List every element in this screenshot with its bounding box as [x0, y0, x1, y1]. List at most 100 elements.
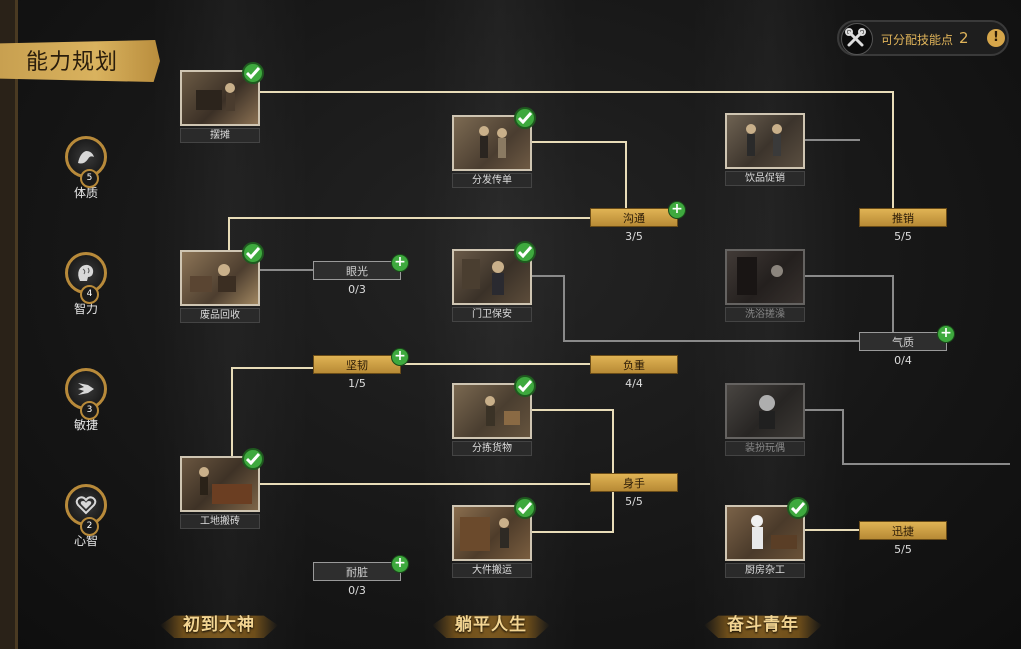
job-name: 废品回收	[180, 308, 260, 323]
job-image	[725, 249, 805, 305]
skill-node-qizhi[interactable]: 气质 + 0/4	[859, 325, 955, 367]
info-icon[interactable]: !	[987, 29, 1005, 47]
link-line	[532, 275, 860, 342]
skill-name: 负重	[590, 355, 678, 374]
attribute-constitution[interactable]: 5 体质	[60, 136, 112, 201]
skill-count: 0/4	[894, 354, 912, 367]
job-card-dajian[interactable]: 大件搬运	[452, 497, 536, 578]
skill-name: 沟通	[590, 208, 678, 227]
job-name: 饮品促销	[725, 171, 805, 186]
link-line	[228, 217, 590, 250]
arm-icon: 5	[65, 136, 107, 188]
link-line	[805, 409, 1010, 465]
skill-node-naizang[interactable]: 耐脏 + 0/3	[313, 555, 409, 597]
check-icon	[514, 107, 536, 129]
skill-count: 0/3	[348, 283, 366, 296]
stage-label: 躺平人生	[455, 615, 527, 635]
skill-node-xunjie[interactable]: 迅捷 5/5	[859, 521, 947, 556]
attribute-label: 心智	[73, 534, 98, 548]
attribute-label: 敏捷	[73, 418, 98, 432]
skill-count: 3/5	[625, 230, 643, 243]
stage-label: 初到大神	[183, 615, 255, 635]
page-title: 能力规划	[26, 50, 119, 75]
check-icon	[242, 242, 264, 264]
skill-count: 1/5	[348, 377, 366, 390]
link-line	[805, 275, 894, 333]
skill-name: 身手	[590, 473, 678, 492]
attribute-level: 5	[80, 169, 99, 188]
job-card-feipin[interactable]: 废品回收	[180, 242, 264, 323]
skill-node-jianren[interactable]: 坚韧 + 1/5	[313, 348, 409, 390]
link-line	[259, 91, 894, 210]
job-card-menwei[interactable]: 门卫保安	[452, 241, 536, 322]
check-icon	[242, 448, 264, 470]
job-name: 洗浴搓澡	[725, 307, 805, 322]
brain-icon: 4	[65, 252, 107, 304]
job-card-fenjian[interactable]: 分拣货物	[452, 375, 536, 456]
skill-node-fuzhong[interactable]: 负重 4/4	[590, 355, 678, 390]
attribute-level: 3	[80, 401, 99, 420]
job-name: 大件搬运	[452, 563, 532, 578]
job-name: 分发传单	[452, 173, 532, 188]
job-name: 门卫保安	[452, 307, 532, 322]
skill-name: 迅捷	[859, 521, 947, 540]
link-line	[532, 492, 614, 533]
link-line	[532, 409, 614, 474]
stage-banner	[432, 615, 550, 638]
skill-node-goutong[interactable]: 沟通 + 3/5	[590, 201, 686, 243]
tools-icon	[841, 23, 873, 55]
job-card-chufang[interactable]: 厨房杂工	[725, 497, 809, 578]
skill-name: 气质	[859, 332, 947, 351]
plus-icon[interactable]: +	[937, 325, 955, 343]
attribute-label: 智力	[73, 302, 98, 316]
skill-node-shenshou[interactable]: 身手 5/5	[590, 473, 678, 508]
skill-name: 眼光	[313, 261, 401, 280]
attribute-level: 2	[80, 517, 99, 536]
skill-node-tuixiao[interactable]: 推销 5/5	[859, 208, 947, 243]
heart-icon: 2	[65, 484, 107, 536]
job-card-yinpin[interactable]: 饮品促销	[725, 113, 805, 186]
attribute-mind[interactable]: 2 心智	[60, 484, 112, 549]
attribute-agility[interactable]: 3 敏捷	[60, 368, 112, 433]
job-name: 装扮玩偶	[725, 441, 805, 456]
job-name: 厨房杂工	[725, 563, 805, 578]
job-image	[725, 383, 805, 439]
plus-icon[interactable]: +	[391, 555, 409, 573]
job-card-baitan[interactable]: 摆摊	[180, 62, 264, 143]
check-icon	[514, 375, 536, 397]
skill-name: 坚韧	[313, 355, 401, 374]
check-icon	[787, 497, 809, 519]
stage-label: 奋斗青年	[727, 615, 799, 635]
stage-banner	[160, 615, 278, 638]
job-card-zhuangban[interactable]: 装扮玩偶	[725, 383, 805, 456]
skill-points-value: 2	[959, 29, 969, 47]
wing-icon: 3	[65, 368, 107, 420]
skill-name: 推销	[859, 208, 947, 227]
skill-count: 5/5	[894, 230, 912, 243]
skill-name: 耐脏	[313, 562, 401, 581]
skill-count: 5/5	[625, 495, 643, 508]
attribute-intelligence[interactable]: 4 智力	[60, 252, 112, 317]
plus-icon[interactable]: +	[668, 201, 686, 219]
skill-count: 5/5	[894, 543, 912, 556]
job-card-xiyu[interactable]: 洗浴搓澡	[725, 249, 805, 322]
job-image	[725, 113, 805, 169]
skill-count: 0/3	[348, 584, 366, 597]
stage-banner	[704, 615, 822, 638]
skill-node-yanguang[interactable]: 眼光 + 0/3	[313, 254, 409, 296]
job-name: 分拣货物	[452, 441, 532, 456]
job-card-gongdi[interactable]: 工地搬砖	[180, 448, 264, 529]
left-frame-bar	[0, 0, 18, 649]
plus-icon[interactable]: +	[391, 348, 409, 366]
skill-points-label: 可分配技能点	[881, 33, 954, 47]
link-line	[532, 141, 627, 210]
attribute-level: 4	[80, 285, 99, 304]
job-name: 摆摊	[180, 128, 260, 143]
check-icon	[242, 62, 264, 84]
skill-points-panel: 可分配技能点 2 !	[837, 20, 1009, 56]
check-icon	[514, 241, 536, 263]
job-card-fenfa[interactable]: 分发传单	[452, 107, 536, 188]
job-name: 工地搬砖	[180, 514, 260, 529]
plus-icon[interactable]: +	[391, 254, 409, 272]
